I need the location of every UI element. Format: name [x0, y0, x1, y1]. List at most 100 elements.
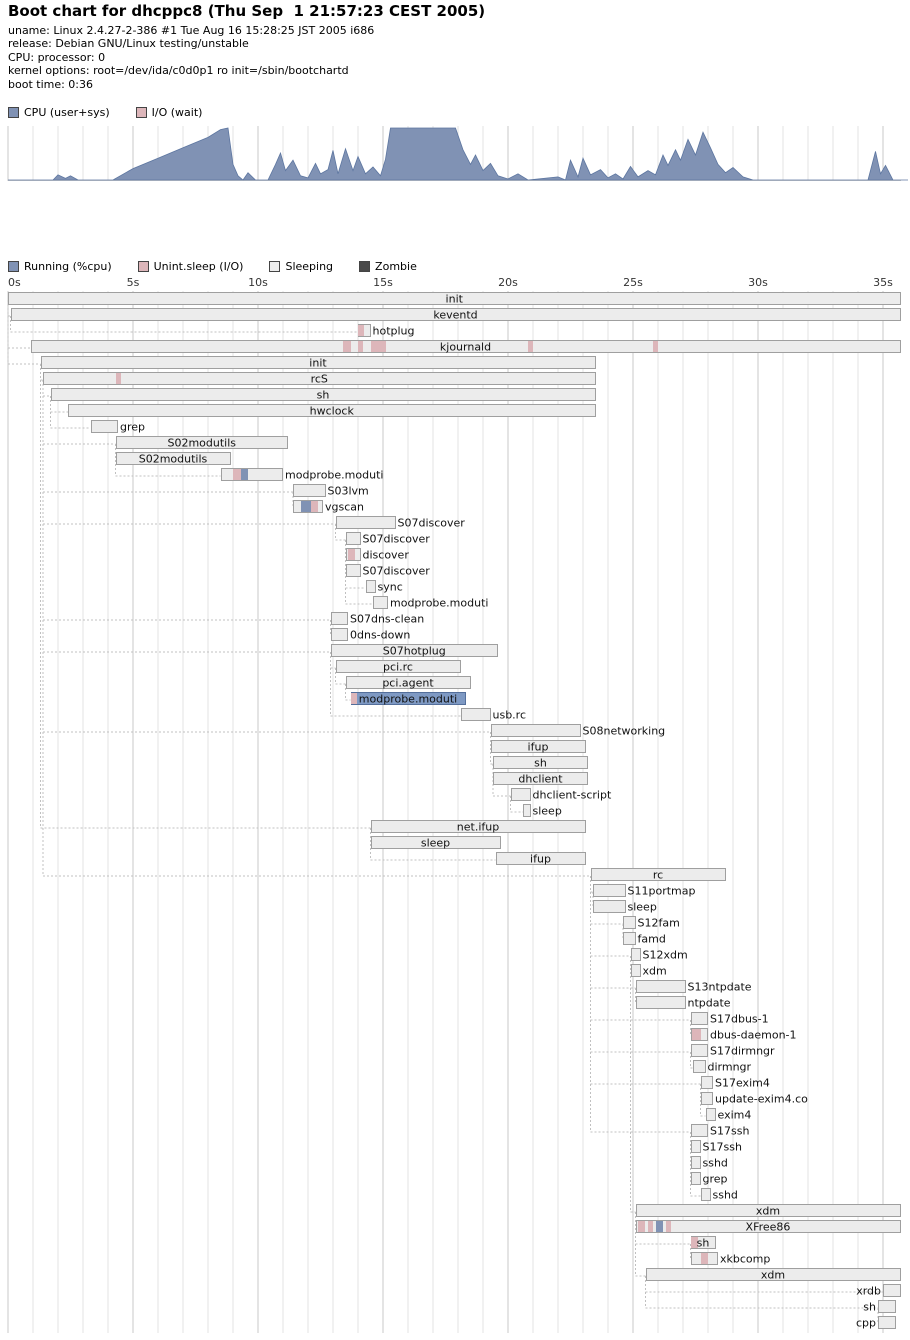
process-bar: rcS: [43, 372, 596, 385]
process-label: xdm: [760, 1268, 786, 1281]
process-bar: rc: [590, 868, 726, 881]
process-tree-connector: [330, 652, 461, 717]
process-bar: xdm: [645, 1268, 901, 1281]
process-state-segment: [347, 549, 356, 560]
process-tree-connector: [700, 1100, 706, 1117]
process-tree-connector: [335, 668, 346, 685]
axis-tick-label: 35s: [873, 276, 893, 289]
process-bar: S12xdm: [630, 948, 688, 961]
process-label: pci.agent: [382, 676, 434, 689]
process-bar: ifup: [490, 740, 586, 753]
process-bar: xkbcomp: [690, 1252, 770, 1265]
process-label: S11portmap: [627, 884, 696, 897]
process-bar: S07discover: [335, 516, 465, 529]
process-bar: S17exim4: [700, 1076, 770, 1089]
process-bar: hotplug: [358, 324, 415, 337]
process-label: S17exim4: [715, 1076, 770, 1089]
process-bar: S07hotplug: [330, 644, 498, 657]
process-bar: init: [40, 356, 596, 369]
legend-item: CPU (user+sys): [8, 106, 110, 119]
process-bar: modprobe.moduti: [350, 692, 466, 705]
process-state-segment: [637, 1221, 646, 1232]
process-state-segment: [653, 341, 658, 352]
process-bar: dhclient: [493, 772, 588, 785]
process-bar: grep: [690, 1172, 728, 1185]
process-bar: S07dns-clean: [330, 612, 424, 625]
process-label: hotplug: [372, 324, 415, 337]
process-bar: hwclock: [68, 404, 596, 417]
process-bar: dhclient-script: [510, 788, 611, 801]
process-tree-connector: [345, 684, 351, 701]
process-label: S07discover: [362, 564, 430, 577]
legend-swatch: [269, 261, 281, 272]
process-bar: sleep: [593, 900, 657, 913]
process-label: net.ifup: [456, 820, 500, 833]
process-label: vgscan: [325, 500, 364, 513]
process-bar: sh: [493, 756, 588, 769]
process-label: sh: [696, 1236, 710, 1249]
process-label: dhclient: [518, 772, 563, 785]
legend-item: I/O (wait): [135, 106, 203, 119]
process-bar: dbus-daemon-1: [690, 1028, 797, 1041]
process-label: init: [309, 356, 327, 369]
process-label: hwclock: [309, 404, 354, 417]
process-label: sshd: [712, 1188, 738, 1201]
legend-swatch: [137, 261, 149, 272]
process-label: S12xdm: [642, 948, 688, 961]
process-label: S03lvm: [327, 484, 369, 497]
legend-swatch: [8, 107, 19, 118]
process-state-segment: [310, 501, 318, 512]
process-label: init: [445, 292, 463, 305]
process-bar: sshd: [690, 1156, 728, 1169]
process-bar: sync: [365, 580, 403, 593]
info-uname: uname: Linux 2.4.27-2-386 #1 Tue Aug 16 …: [8, 24, 375, 37]
legend-label: CPU (user+sys): [24, 106, 110, 119]
process-bar: cpp: [856, 1316, 896, 1329]
process-bar: S03lvm: [293, 484, 369, 497]
cpu-area-series: [8, 127, 908, 181]
process-label: S07hotplug: [382, 644, 446, 657]
process-tree-connector: [10, 316, 358, 333]
process-label: S08networking: [582, 724, 666, 737]
process-label: S07discover: [362, 532, 430, 545]
process-state-segment: [691, 1029, 701, 1040]
process-label: update-exim4.co: [715, 1092, 808, 1105]
axis-tick-label: 30s: [748, 276, 768, 289]
process-tree-connector: [690, 1052, 693, 1069]
process-label: dhclient-script: [532, 788, 612, 801]
process-label: modprobe.moduti: [285, 468, 384, 481]
axis-tick-label: 0s: [8, 276, 21, 289]
process-label: rc: [652, 868, 664, 881]
process-label: dbus-daemon-1: [710, 1028, 797, 1041]
process-bar: S02modutils: [115, 452, 231, 465]
legend-label: I/O (wait): [151, 106, 203, 119]
process-label: ifup: [530, 852, 551, 865]
process-tree-connector: [590, 876, 691, 1133]
process-state-segment: [690, 1237, 698, 1248]
process-tree-connector: [630, 972, 636, 1213]
legend-item: Zombie: [359, 260, 417, 273]
legend-item: Unint.sleep (I/O): [137, 260, 243, 273]
process-state-segment: [240, 469, 248, 480]
process-bar: pci.agent: [345, 676, 471, 689]
info-cpu: CPU: processor: 0: [8, 50, 106, 64]
process-state-segment: [648, 1221, 653, 1232]
process-state-segment: [233, 469, 241, 480]
process-bar: sh: [863, 1300, 896, 1313]
process-label: S07dns-clean: [350, 612, 425, 625]
process-bar: sh: [690, 1236, 716, 1249]
process-label: XFree86: [745, 1220, 791, 1233]
process-bar: S12fam: [623, 916, 680, 929]
info-kernel-options: kernel options: root=/dev/ida/c0d0p1 ro …: [8, 64, 349, 78]
cpu-legend: CPU (user+sys) I/O (wait): [8, 106, 228, 119]
process-bar: sleep: [523, 804, 562, 817]
process-bar: S17dbus-1: [690, 1012, 769, 1025]
process-tree-connector: [40, 364, 371, 829]
process-label: kjournald: [439, 340, 492, 353]
process-label: S13ntpdate: [687, 980, 752, 993]
process-label: dirmngr: [707, 1060, 752, 1073]
cpu-usage-chart: [7, 126, 908, 181]
process-label: famd: [637, 932, 666, 945]
